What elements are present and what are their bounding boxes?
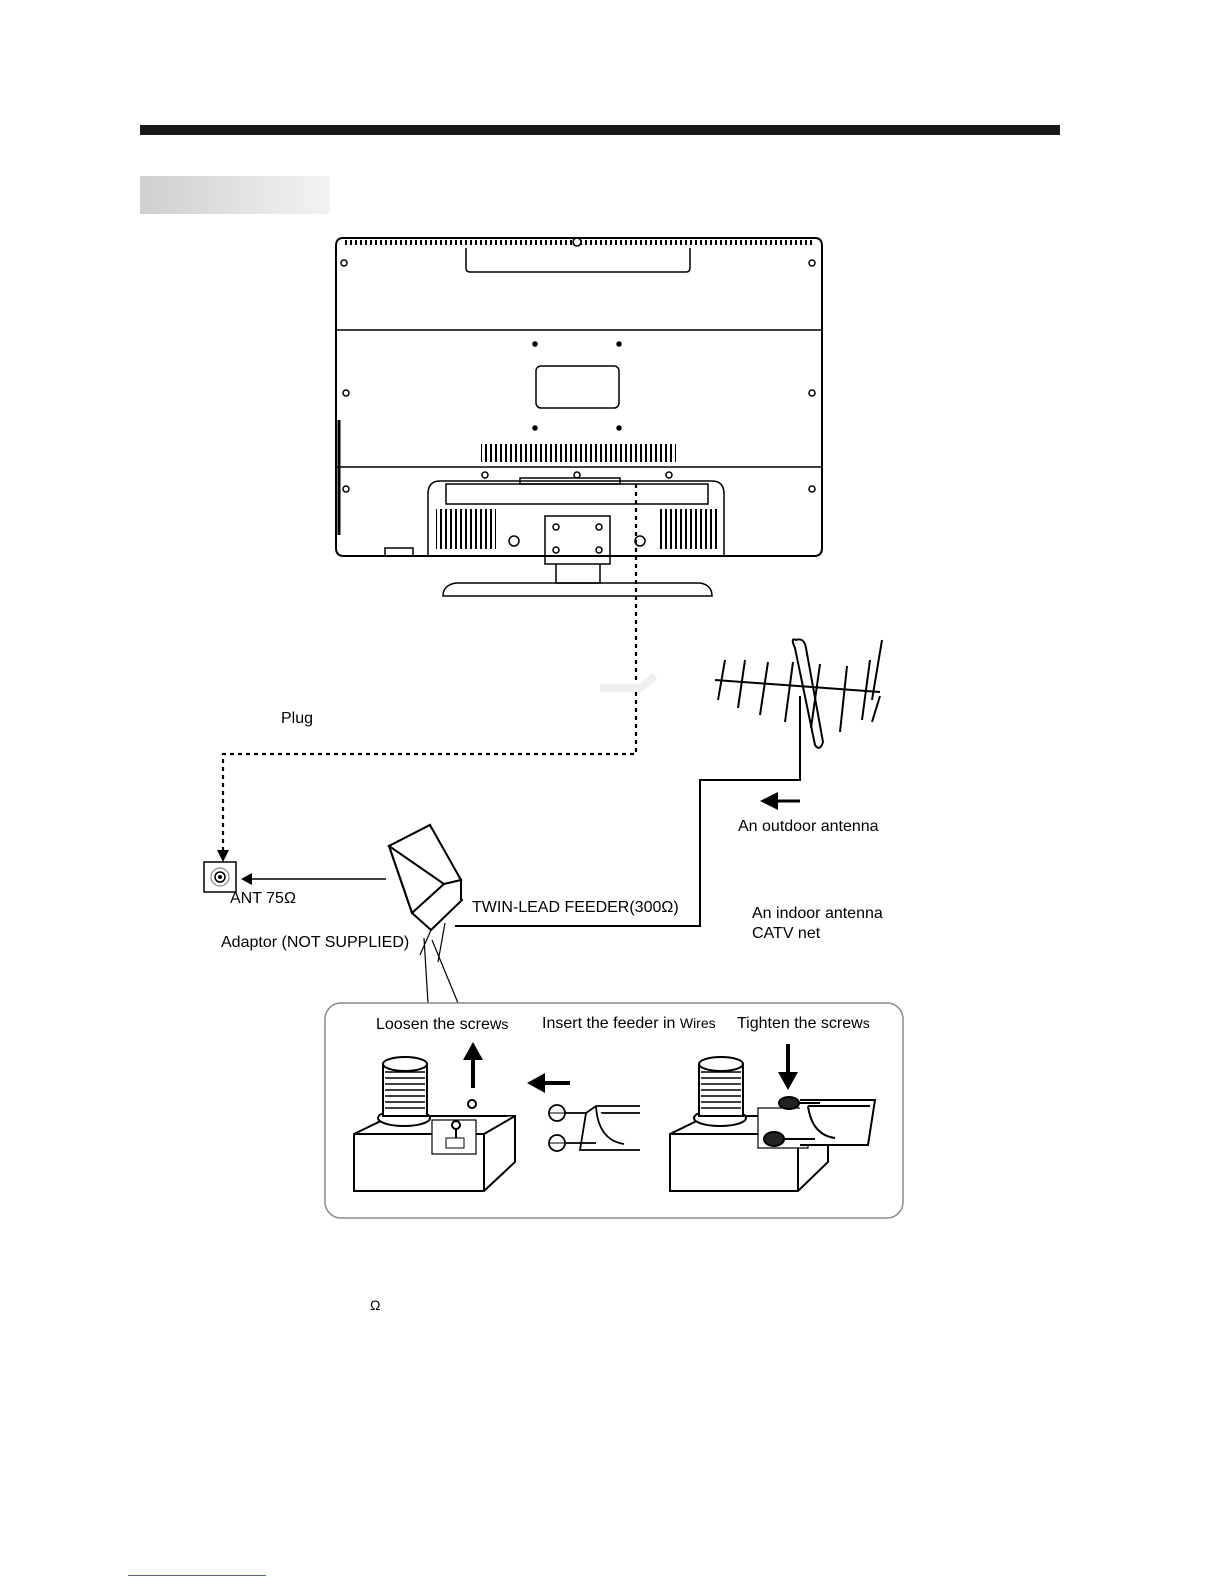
- connector-icon: [354, 1057, 515, 1191]
- arrow-up-icon: [463, 1042, 483, 1088]
- twin-lead-label: TWIN-LEAD FEEDER(300Ω): [472, 900, 679, 916]
- insert-feeder-wires: Wires: [680, 1015, 716, 1031]
- insert-feeder-text: Insert the feeder in: [542, 1015, 680, 1032]
- arrow-left-icon: [760, 792, 800, 810]
- ant-socket-icon: [204, 862, 236, 892]
- feeder-wires: [549, 1105, 640, 1151]
- ant-label: ANT 75Ω: [230, 891, 296, 907]
- connector-icon: [670, 1057, 875, 1191]
- antenna-icon: [715, 639, 882, 780]
- adaptor-label: Adaptor (NOT SUPPLIED): [221, 935, 409, 951]
- loosen-screws-text: Loosen the screw: [376, 1016, 501, 1033]
- catv-label: CATV net: [752, 926, 820, 942]
- dotted-cable: [223, 484, 636, 852]
- loosen-screws-suffix: s: [501, 1016, 508, 1032]
- omega-footnote: Ω: [370, 1298, 380, 1312]
- plug-label: Plug: [281, 711, 313, 727]
- tv-back-icon: [336, 238, 822, 596]
- arrow-down-icon: [778, 1044, 798, 1090]
- arrow-left-icon: [527, 1073, 570, 1093]
- outdoor-antenna-label: An outdoor antenna: [738, 819, 879, 835]
- indoor-antenna-label: An indoor antenna: [752, 906, 883, 922]
- tighten-screws-text: Tighten the screw: [737, 1015, 863, 1032]
- tighten-screws-label: Tighten the screws: [737, 1016, 870, 1032]
- loosen-screws-label: Loosen the screws: [376, 1017, 508, 1033]
- tighten-screws-suffix: s: [863, 1015, 870, 1031]
- insert-feeder-label: Insert the feeder in Wires: [542, 1016, 716, 1032]
- footer-link-underline[interactable]: [128, 1575, 266, 1576]
